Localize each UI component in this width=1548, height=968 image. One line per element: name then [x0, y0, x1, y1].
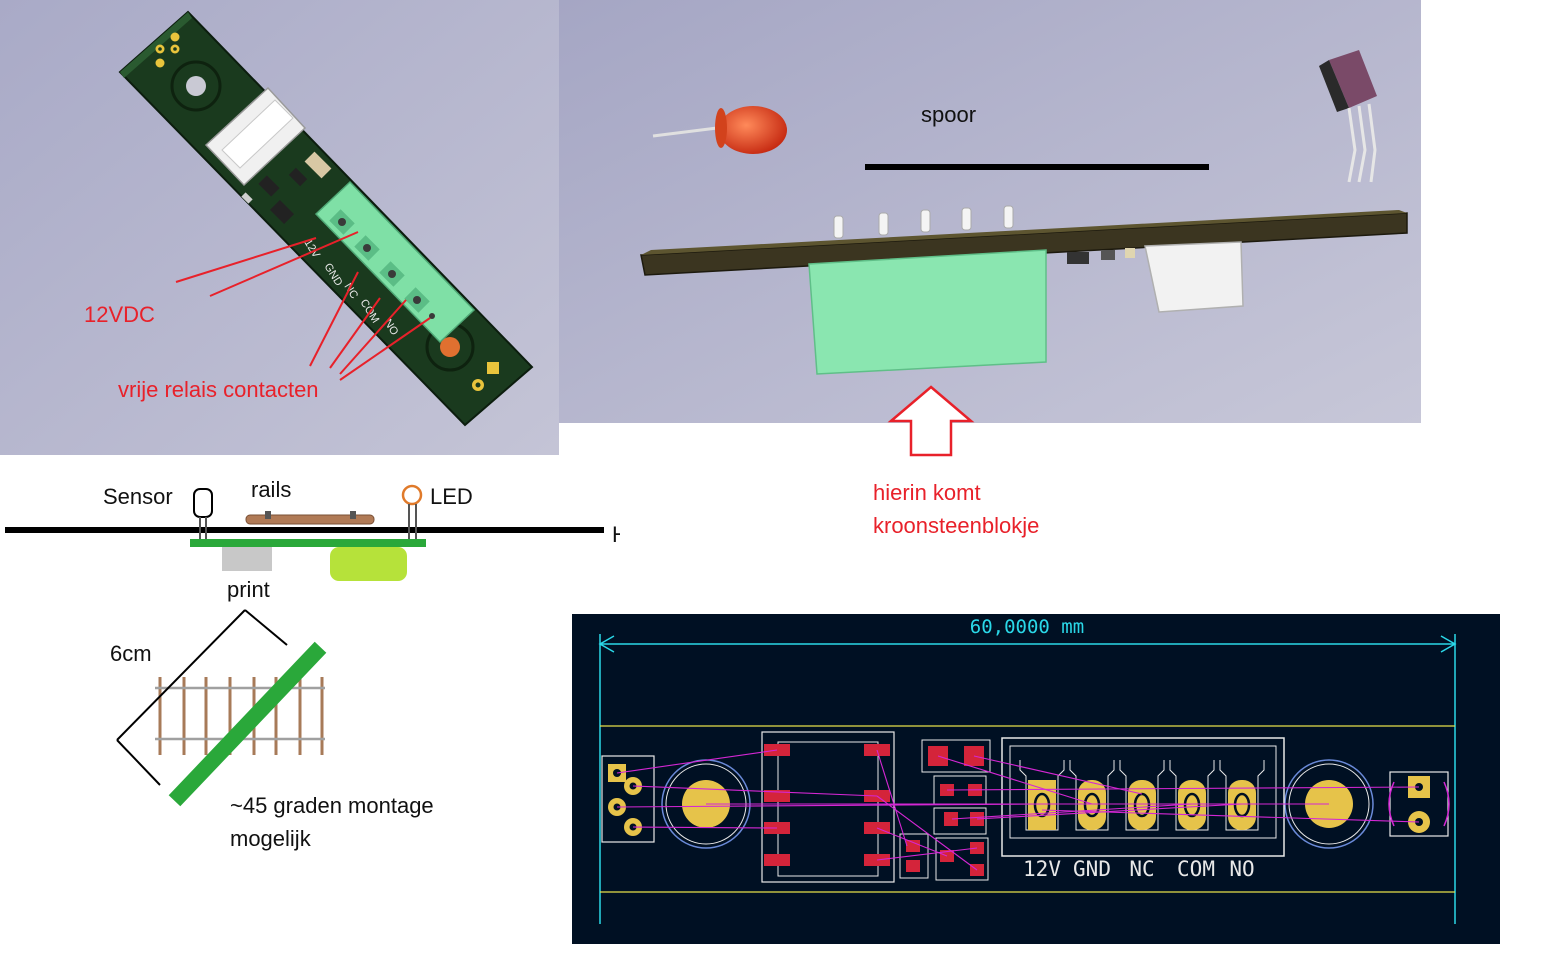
white-connector — [204, 86, 307, 187]
label-length: 6cm — [110, 641, 152, 666]
annotation-lines — [175, 231, 431, 381]
label-sensor: Sensor — [103, 484, 173, 509]
label-12vdc: 12VDC — [84, 302, 155, 327]
side-view-render: spoor — [559, 0, 1421, 423]
label-print: print — [227, 577, 270, 602]
terminal-pad-com — [1169, 760, 1215, 831]
pcb-layout-cad: 60,0000 mm — [572, 614, 1500, 944]
smd-components — [241, 151, 332, 225]
ratsnest-lines — [616, 749, 1420, 871]
terminal-pads — [1019, 760, 1265, 831]
header-pins — [833, 205, 1014, 239]
sensor-component — [1319, 50, 1377, 183]
label-block-line1: hierin komt — [873, 480, 981, 505]
mounting-sketch: Sensor rails LED HOUT print 6cm ~45 grad… — [0, 455, 620, 875]
label-mount-line1: ~45 graden montage — [230, 793, 434, 818]
dimension-lines — [116, 609, 288, 786]
print-connector — [222, 547, 272, 571]
led-component — [652, 106, 787, 154]
pin-pads-bottom — [472, 362, 499, 391]
terminal-block-side — [808, 249, 1047, 375]
label-block-line2: kroonsteenblokje — [873, 513, 1040, 538]
cad-svg: 60,0000 mm — [598, 616, 1457, 924]
mount-hole-top — [170, 60, 222, 112]
sensor-shape — [193, 488, 213, 541]
relay-footprint — [761, 731, 895, 883]
sensor-footprint — [1388, 771, 1450, 837]
terminal-block-j2 — [1001, 737, 1285, 857]
label-relay-contacts: vrije relais contacten — [118, 377, 319, 402]
smd-group — [899, 739, 991, 881]
rails-shape — [245, 514, 375, 525]
terminal-pad-gnd — [1069, 760, 1115, 831]
smd-under-board — [1067, 248, 1135, 264]
label-track: spoor — [921, 102, 977, 127]
pin-label-nc: NC — [1129, 857, 1154, 881]
print-terminal — [330, 547, 407, 581]
dimension-text: 60,0000 mm — [970, 616, 1084, 638]
pcb-side — [640, 210, 1408, 276]
print-shape — [190, 539, 426, 547]
terminal-labels: 12V GND NC COM NO — [1023, 857, 1255, 881]
led-shape — [401, 484, 423, 541]
label-mount-line2: mogelijk — [230, 826, 311, 851]
white-connector-side — [1144, 241, 1244, 313]
sketch-svg — [5, 484, 604, 807]
pin-label-gnd: GND — [1073, 857, 1111, 881]
board-3d-svg: 12V GND NC COM NO — [0, 0, 559, 455]
dimension-60mm — [598, 634, 1457, 924]
header-j1 — [601, 755, 655, 843]
diagonal-print — [168, 641, 327, 807]
pin-label-no: NO — [1229, 857, 1254, 881]
board-3d-render: 12V GND NC COM NO 12VDC vrije relais con… — [0, 0, 559, 455]
pin-label-12v: 12V — [1023, 857, 1061, 881]
label-rails: rails — [251, 477, 292, 502]
terminal-pad-12v — [1019, 760, 1065, 831]
smd-pads — [906, 746, 984, 876]
side-view-svg — [559, 0, 1421, 423]
terminal-pad-no — [1219, 760, 1265, 831]
label-led: LED — [430, 484, 473, 509]
terminal-pad-nc — [1119, 760, 1165, 831]
pin-label-com: COM — [1177, 857, 1215, 881]
label-wood: HOUT — [612, 522, 620, 547]
terminal-block-green — [314, 180, 476, 344]
pin-pads-top — [155, 32, 180, 68]
